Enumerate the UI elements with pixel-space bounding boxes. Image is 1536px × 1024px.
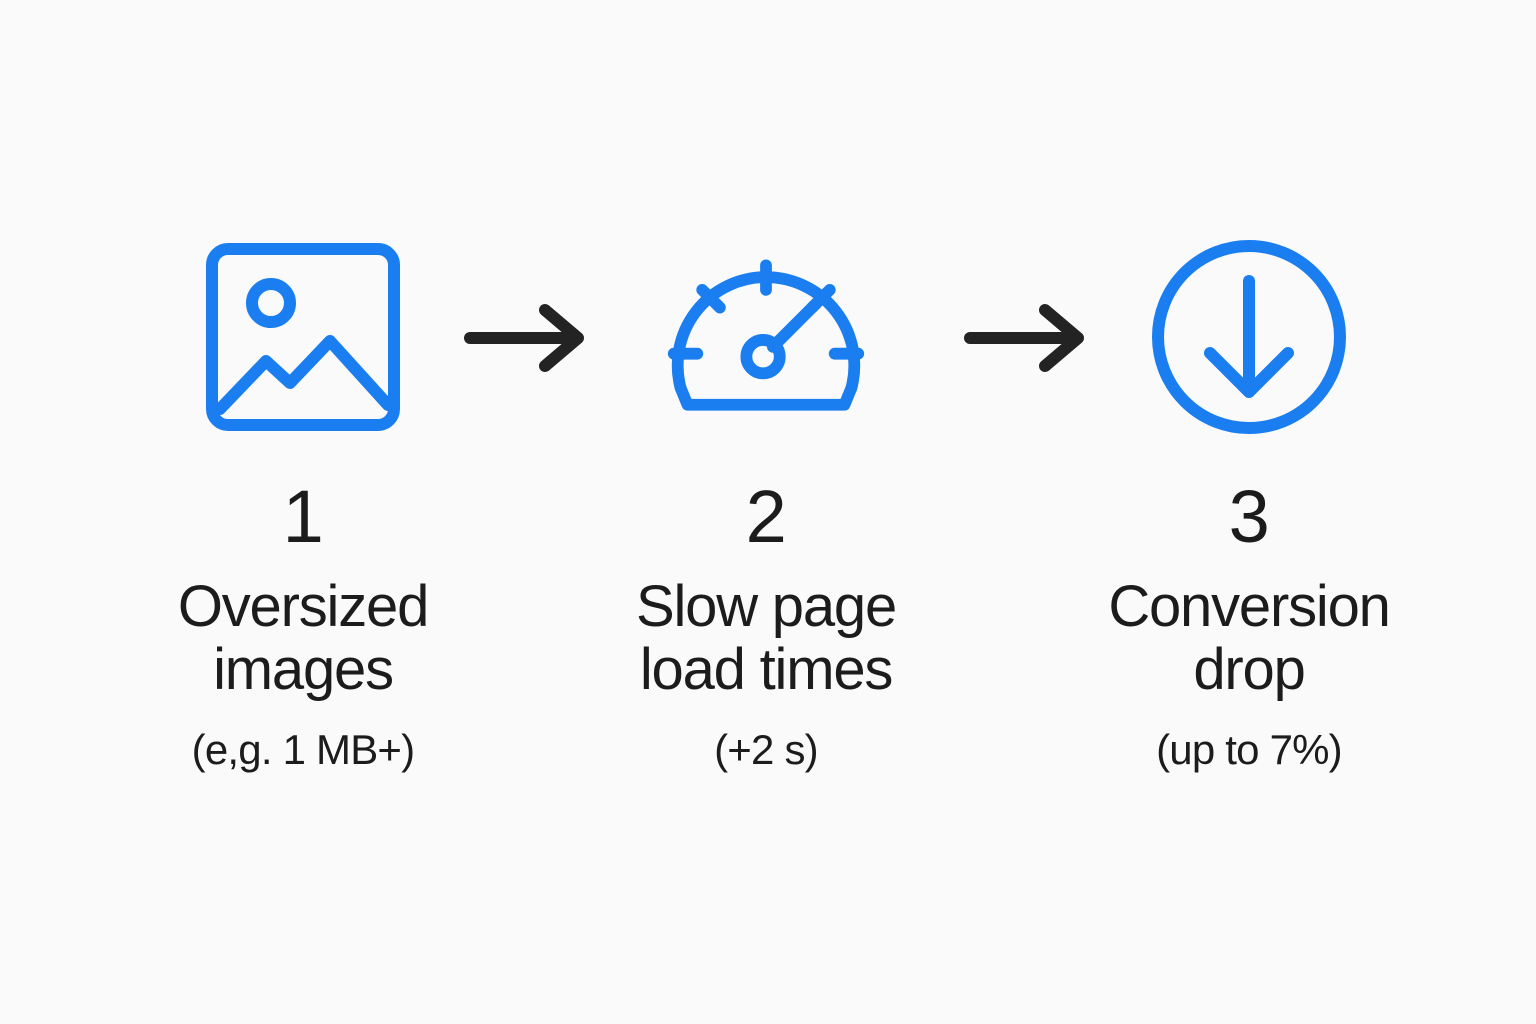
step-label: Oversized images: [177, 574, 429, 702]
step-label: Slow page load times: [635, 574, 897, 702]
arrow-right-icon: [462, 300, 592, 376]
step-sublabel: (+2 s): [714, 726, 819, 774]
step-number: 2: [745, 475, 787, 558]
step-label: Conversion drop: [1108, 574, 1391, 702]
image-placeholder-icon: [198, 232, 408, 442]
flow-step-2: 2 Slow page load times (+2 s): [586, 232, 946, 773]
step-sublabel: (up to 7%): [1156, 726, 1343, 774]
step-sublabel: (e,g. 1 MB+): [191, 726, 415, 774]
flow-step-3: 3 Conversion drop (up to 7%): [1069, 232, 1429, 773]
step-number: 3: [1228, 475, 1270, 558]
step-number: 1: [282, 475, 324, 558]
circle-arrow-down-icon: [1144, 232, 1354, 442]
speedometer-gauge-icon: [661, 232, 871, 442]
arrow-right-icon: [962, 300, 1092, 376]
flow-step-1: 1 Oversized images (e,g. 1 MB+): [123, 232, 483, 773]
